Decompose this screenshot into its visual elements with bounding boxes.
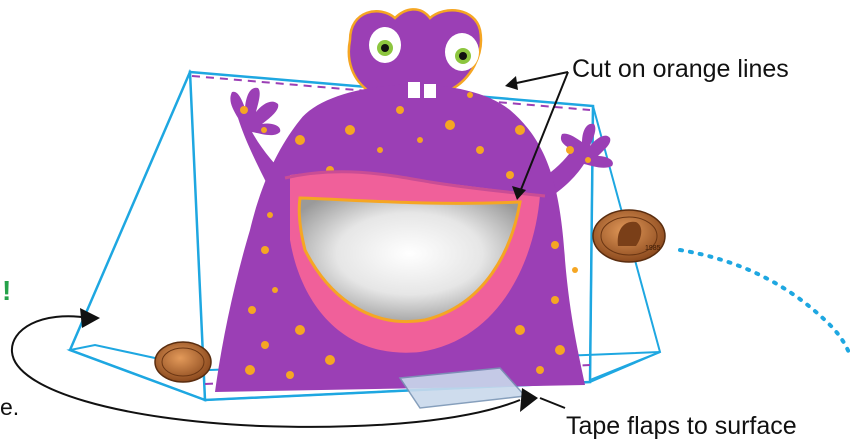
- fold-arrow-head-left: [80, 308, 100, 328]
- monster-eye-left: [369, 27, 401, 63]
- penny-icon: 1985: [592, 209, 666, 263]
- tape-label: Tape flaps to surface: [566, 412, 797, 440]
- cut-label: Cut on orange lines: [572, 55, 789, 83]
- monster-eye-right: [445, 33, 479, 71]
- exclamation-mark: !: [2, 275, 12, 306]
- partial-left-text: e.: [0, 394, 20, 420]
- dotted-path: [678, 248, 850, 357]
- monster-mirror-diagram: 1985: [10, 8, 850, 428]
- mirror-cutout: [297, 196, 522, 323]
- monster-spots: [240, 92, 591, 379]
- tape-arrow-head: [520, 388, 538, 412]
- stand-bottom-flap: [66, 343, 661, 402]
- fold-arrow-curve: [10, 315, 521, 428]
- penny-icon: [154, 341, 212, 383]
- cut-label-arrows: [505, 71, 569, 200]
- penny-year: 1985: [645, 245, 661, 252]
- monster: [215, 8, 613, 393]
